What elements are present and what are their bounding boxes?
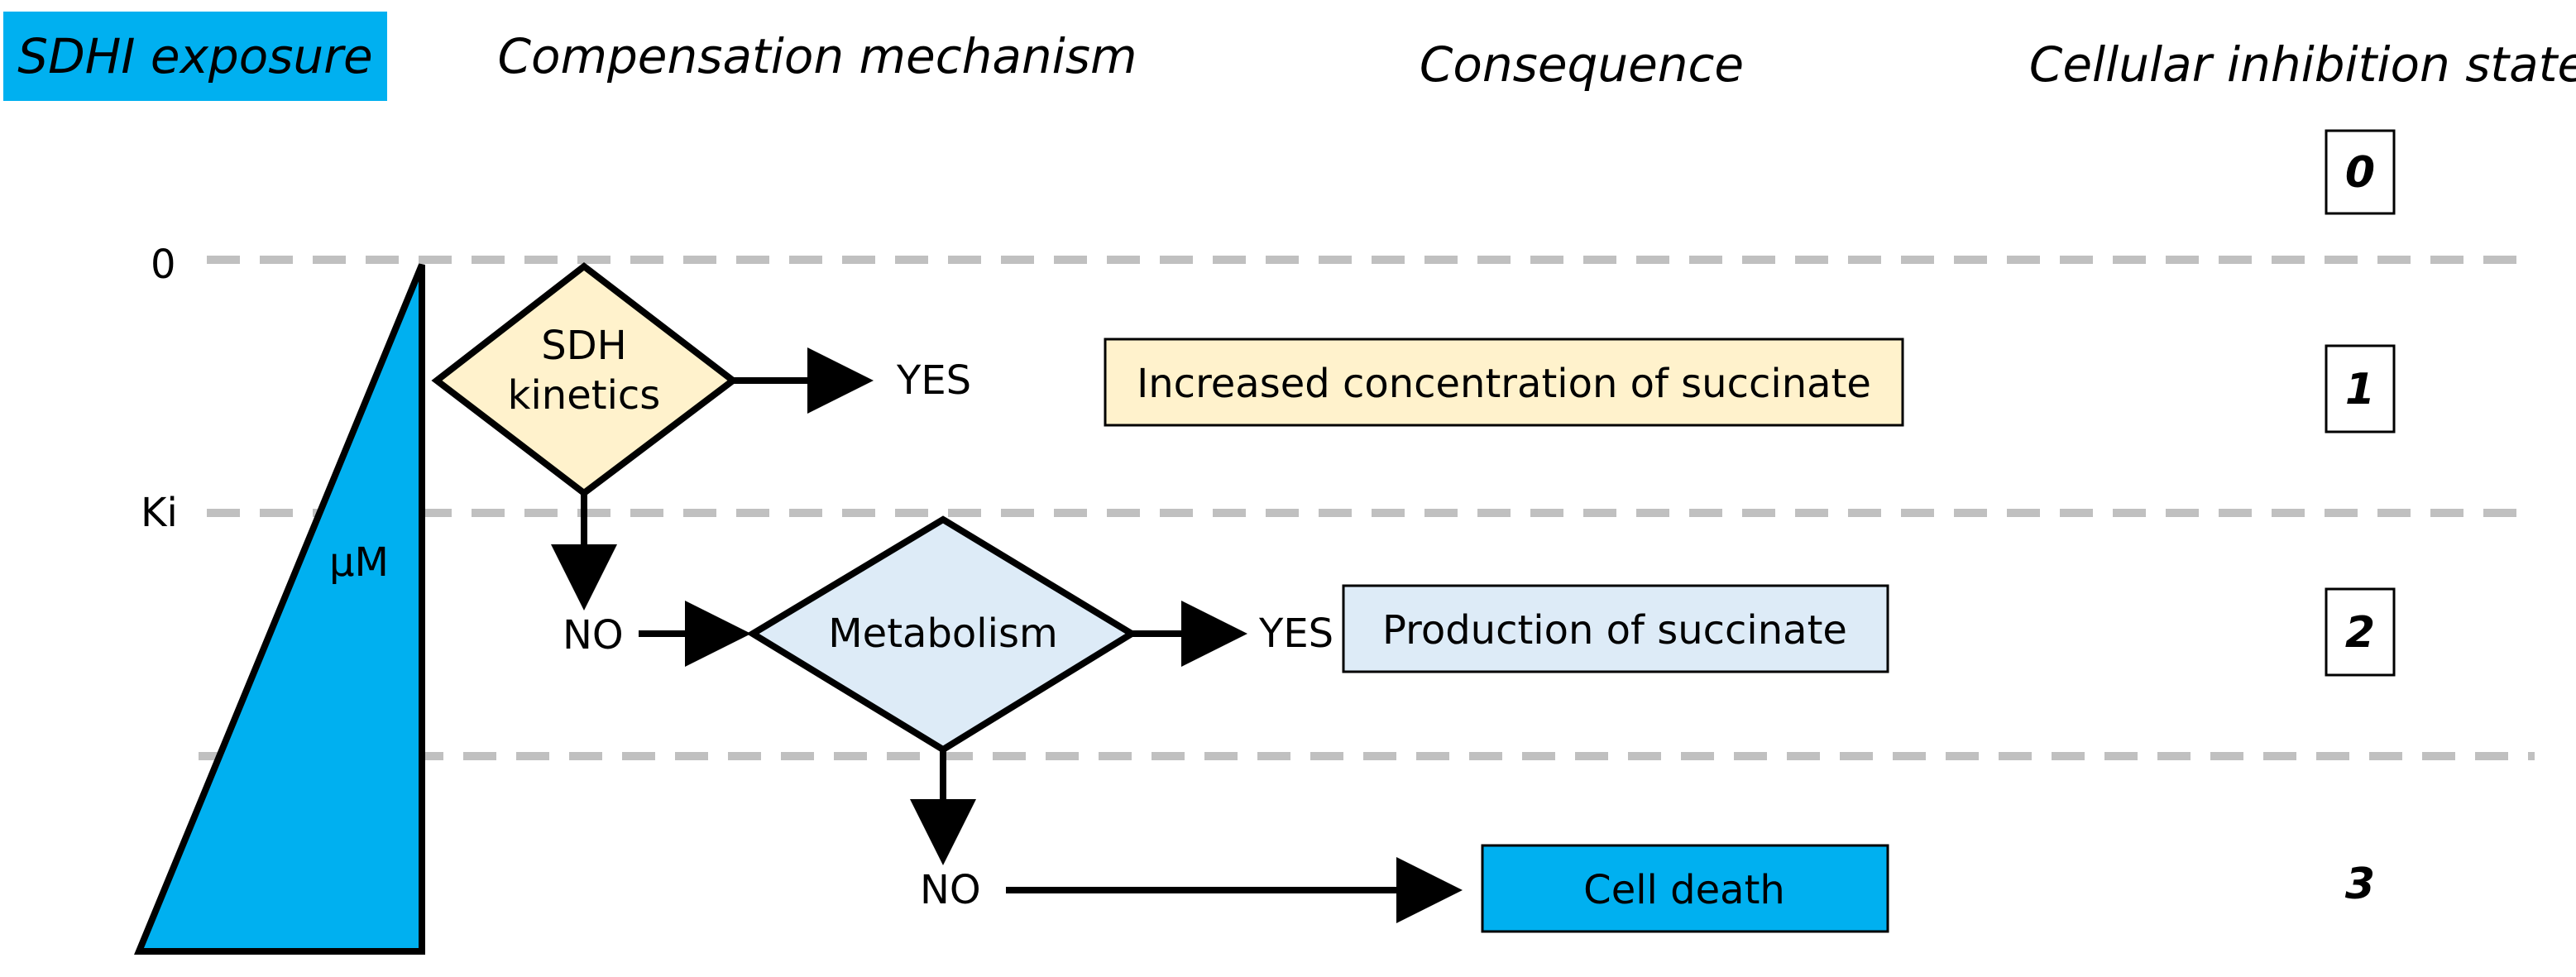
consequence-text-3: Cell death <box>1583 867 1785 913</box>
yes-label-2: YES <box>1258 611 1333 657</box>
no-label-2: NO <box>920 867 981 913</box>
mechanism-header: Compensation mechanism <box>497 28 1137 84</box>
axis-unit-label: µM <box>329 539 389 586</box>
state-label-3: 3 <box>2345 860 2375 909</box>
consequence-header: Consequence <box>1420 36 1744 93</box>
state-label-2: 2 <box>2345 608 2375 658</box>
metabolism-label: Metabolism <box>828 611 1057 657</box>
state-box-0 <box>2325 129 2396 215</box>
state-label-0: 0 <box>2345 148 2375 198</box>
exposure-header-box <box>3 12 387 101</box>
axis-label-ki: Ki <box>141 490 178 536</box>
state-header: Cellular inhibition state <box>2029 36 2576 93</box>
sdh-kinetics-label-line1: SDH <box>541 323 627 369</box>
axis-label-zero: 0 <box>151 242 176 288</box>
exposure-header: SDHI exposure <box>17 28 372 84</box>
state-box-2 <box>2325 587 2396 677</box>
consequence-box-2 <box>1342 584 1889 673</box>
consequence-box-1 <box>1104 338 1904 427</box>
yes-label-1: YES <box>896 357 971 404</box>
state-box-1 <box>2325 344 2396 433</box>
exposure-wedge <box>134 263 425 955</box>
consequence-box-3 <box>1481 844 1889 933</box>
state-label-1: 1 <box>2345 365 2375 414</box>
no-label-1: NO <box>563 612 624 659</box>
consequence-text-1: Increased concentration of succinate <box>1137 361 1871 407</box>
sdh-kinetics-label-line2: kinetics <box>508 372 661 419</box>
consequence-text-2: Production of succinate <box>1382 607 1847 654</box>
